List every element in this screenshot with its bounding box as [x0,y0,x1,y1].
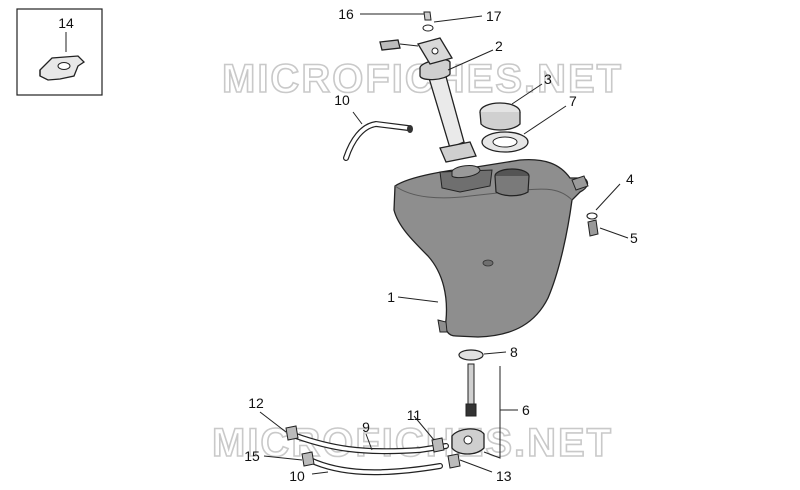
bolt [587,219,599,237]
watermark-bottom: MICROFICHES.NET [212,421,613,465]
callout-12: 12 [248,395,264,411]
hose-clip-12 [285,425,299,441]
filler-gasket [481,131,529,153]
callout-8: 8 [510,344,518,360]
callout-1: 1 [387,289,395,305]
breather-hose-lower [307,457,443,476]
hose-clip-11 [431,437,445,453]
callout-10-upper: 10 [334,92,350,108]
fuel-hose-lower [293,433,449,455]
sender-seal [451,165,481,179]
fuel-tap-assembly [451,363,485,455]
callout-2: 2 [495,38,503,54]
callouts: 14 1 2 3 7 4 5 8 6 10 11 12 13 15 10 9 1… [58,6,638,484]
callout-3: 3 [544,71,552,87]
hose-clip-15 [301,451,315,467]
callout-17: 17 [486,8,502,24]
callout-16: 16 [338,6,354,22]
fuel-level-sender [379,37,477,163]
breather-hose-upper [343,120,413,161]
clip-part-14 [39,55,86,81]
seal-part-17 [422,24,434,32]
screw-part-16 [423,11,432,21]
leader-lines [259,13,629,475]
fuel-cap [479,102,521,131]
callout-5: 5 [630,230,638,246]
callout-7: 7 [569,93,577,109]
callout-6: 6 [522,402,530,418]
callout-15: 15 [244,448,260,464]
clamp-ring [458,349,484,361]
callout-14: 14 [58,15,74,31]
filler-neck [494,168,530,197]
washer [586,212,598,220]
callout-13: 13 [496,468,512,484]
callout-4: 4 [626,171,634,187]
fuel-tank [393,158,589,338]
watermark-top: MICROFICHES.NET [222,57,623,101]
callout-10-lower: 10 [289,468,305,484]
callout-9: 9 [362,419,370,435]
hose-clip-13 [447,453,461,469]
inset-box-part-14 [16,8,103,96]
callout-11: 11 [407,407,422,423]
